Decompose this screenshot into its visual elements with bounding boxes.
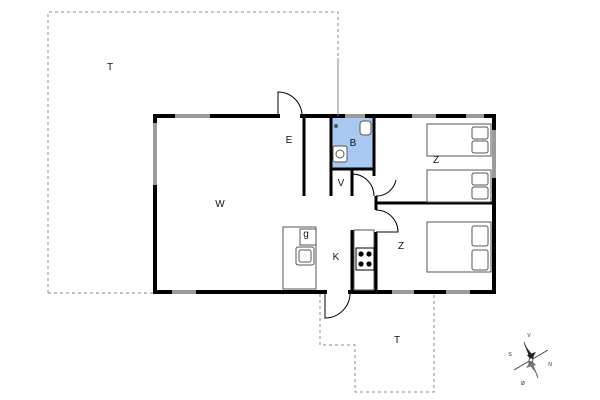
compass-east: Ø xyxy=(521,381,525,387)
bed-bottom xyxy=(426,221,492,273)
kitchen-g-cabinet xyxy=(299,228,317,246)
door-bedroom-bottom xyxy=(375,209,399,233)
windows xyxy=(153,114,496,294)
label-bathroom: B xyxy=(350,138,357,149)
stove xyxy=(355,247,375,271)
label-entrance: E xyxy=(286,135,293,146)
door-bedroom-top xyxy=(375,179,397,197)
compass-west: V xyxy=(527,333,531,339)
terrace-bottom-outline xyxy=(319,294,435,393)
toilet xyxy=(359,120,372,136)
label-kitchen: K xyxy=(333,252,340,263)
label-terrace-bottom: T xyxy=(394,335,400,346)
door-bathroom xyxy=(351,173,375,197)
door-entrance xyxy=(277,91,303,117)
label-bedroom-top: Z xyxy=(433,155,439,166)
label-terrace-top: T xyxy=(107,62,113,73)
kitchen-counter xyxy=(282,226,375,291)
label-bedroom-bottom: Z xyxy=(398,241,404,252)
label-kitchen-g: g xyxy=(303,229,309,240)
bathroom-fixtures xyxy=(332,120,372,163)
compass-south: S xyxy=(508,352,512,358)
doors xyxy=(277,58,399,319)
compass-north: N xyxy=(548,362,552,368)
bed-top xyxy=(426,123,492,203)
door-terrace xyxy=(324,291,351,319)
label-utility: V xyxy=(338,178,345,189)
label-living: W xyxy=(215,199,225,210)
interior-walls xyxy=(302,118,494,292)
terrace-top-outline xyxy=(47,11,339,294)
compass-rose: N S Ø V xyxy=(508,333,552,387)
